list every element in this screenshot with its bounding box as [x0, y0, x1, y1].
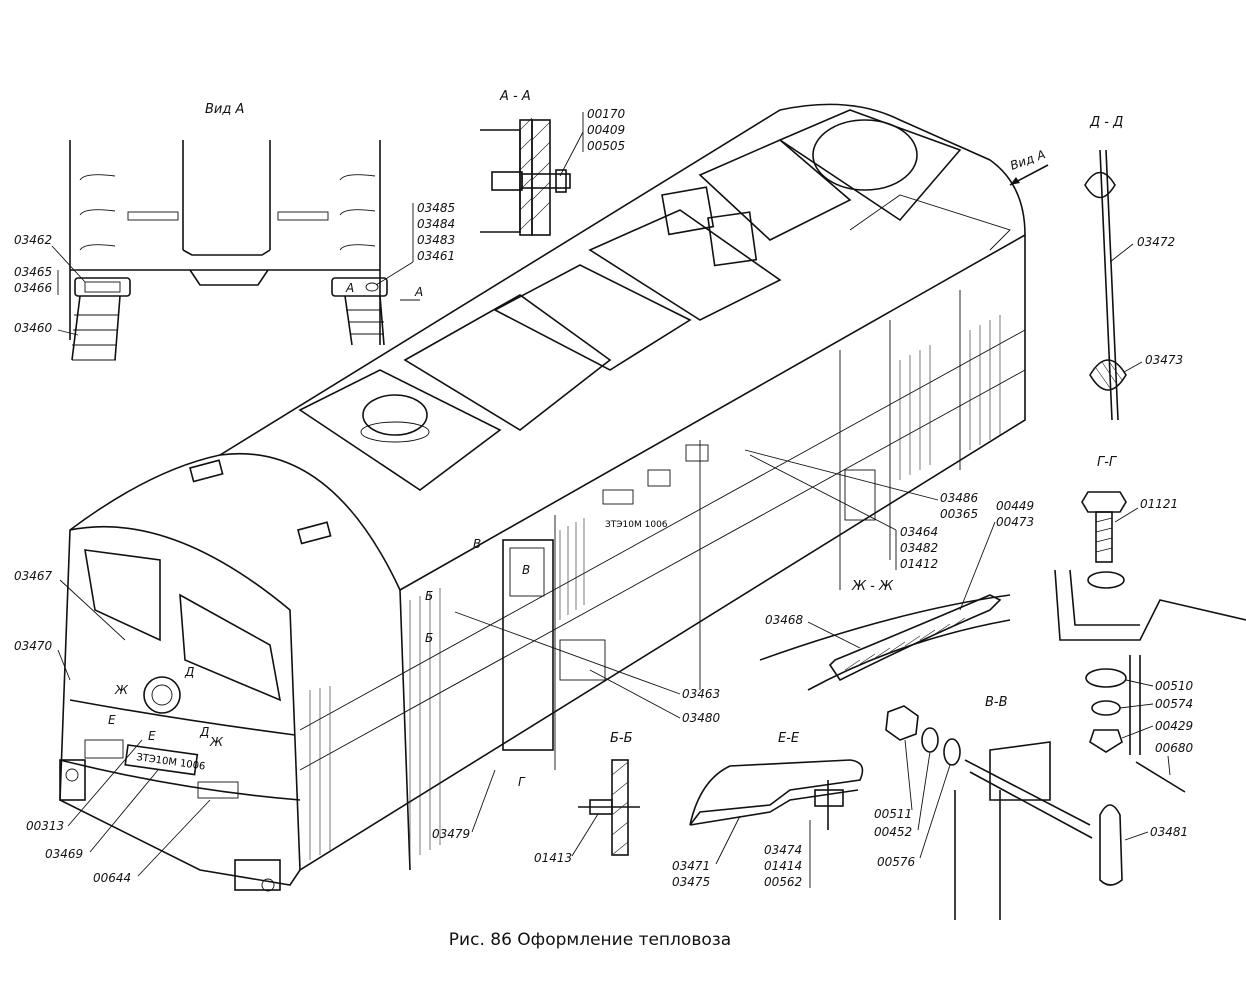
section-d-d-group: Д - Д 03472 03473: [1084, 115, 1183, 421]
label-03468: 03468: [765, 613, 804, 627]
label-00576: 00576: [877, 855, 916, 869]
marker-v-1: В: [473, 537, 481, 551]
view-a-cut-marker: А: [414, 285, 423, 299]
label-00409: 00409: [587, 123, 625, 137]
label-03465: 03465: [14, 265, 52, 279]
section-v-v-group: В-В 00511 00452 00576 03481: [874, 695, 1188, 920]
marker-d-1: Д: [184, 665, 194, 679]
label-00680: 00680: [1155, 741, 1194, 755]
label-00511: 00511: [874, 807, 912, 821]
label-03472: 03472: [1137, 235, 1175, 249]
section-b-b-group: Б-Б 01413: [534, 731, 640, 865]
label-00365: 00365: [940, 507, 978, 521]
label-00449: 00449: [996, 499, 1034, 513]
marker-g-1: Г: [518, 775, 526, 789]
view-a-marker-right: А: [345, 281, 354, 295]
marker-b-2: Б: [425, 631, 433, 645]
view-a-group: Вид А А А 03485 03484 03483 03461 03462: [14, 102, 455, 361]
marker-zh-2: Ж: [209, 735, 224, 749]
label-03461: 03461: [417, 249, 455, 263]
section-zh-zh-title: Ж - Ж: [851, 579, 894, 594]
label-00473: 00473: [996, 515, 1034, 529]
label-01413: 01413: [534, 851, 572, 865]
label-03475: 03475: [672, 875, 710, 889]
label-03473: 03473: [1145, 353, 1183, 367]
label-03480: 03480: [682, 711, 721, 725]
label-03467: 03467: [14, 569, 53, 583]
label-00313: 00313: [26, 819, 64, 833]
view-a-title: Вид А: [205, 102, 244, 117]
label-00452: 00452: [874, 825, 912, 839]
section-e-e-title: Е-Е: [778, 731, 800, 746]
label-01121: 01121: [1140, 497, 1178, 511]
section-e-e-group: Е-Е 03471 03475 03474 01414 00562: [672, 731, 864, 889]
label-03486: 03486: [940, 491, 979, 505]
side-plate-text: ЗТЭ10М 1006: [605, 520, 668, 530]
marker-e-1: Е: [108, 713, 116, 727]
section-g-g-group: Г-Г 01121 00510 00574 00429 00680: [1054, 455, 1246, 793]
marker-v-2: В: [522, 563, 530, 577]
label-00574: 00574: [1155, 697, 1193, 711]
label-03464: 03464: [900, 525, 938, 539]
section-d-d-title: Д - Д: [1089, 115, 1123, 130]
marker-e-2: Е: [148, 729, 156, 743]
section-a-a-title: А - А: [499, 89, 531, 104]
label-00644: 00644: [93, 871, 131, 885]
label-03466: 03466: [14, 281, 53, 295]
section-a-a-group: А - А 00170 00409 00505: [480, 89, 626, 236]
label-03463: 03463: [682, 687, 720, 701]
figure-caption-text: Рис. 86 Оформление тепловоза: [448, 930, 732, 950]
label-01412: 01412: [900, 557, 938, 571]
locomotive-labels: 03486 00365 00449 00473 03464 03482 0141…: [14, 449, 1034, 885]
marker-b-1: Б: [425, 589, 433, 603]
label-01414: 01414: [764, 859, 802, 873]
label-03482: 03482: [900, 541, 938, 555]
label-03481: 03481: [1150, 825, 1188, 839]
label-00562: 00562: [764, 875, 802, 889]
label-03470: 03470: [14, 639, 53, 653]
label-00429: 00429: [1155, 719, 1193, 733]
section-v-v-title: В-В: [985, 695, 1008, 710]
section-b-b-title: Б-Б: [610, 731, 633, 746]
label-03484: 03484: [417, 217, 455, 231]
label-03462: 03462: [14, 233, 52, 247]
label-03460: 03460: [14, 321, 53, 335]
label-00170: 00170: [587, 107, 626, 121]
locomotive-body: ЗТЭ10М 1006 ЗТЭ10М 1006: [59, 103, 1026, 892]
label-03479: 03479: [432, 827, 470, 841]
figure-caption: Рис. 86 Оформление тепловоза: [0, 930, 1246, 950]
label-00505: 00505: [587, 139, 625, 153]
label-03469: 03469: [45, 847, 83, 861]
marker-d-2: Д: [199, 725, 209, 739]
label-03474: 03474: [764, 843, 802, 857]
section-g-g-title: Г-Г: [1097, 455, 1118, 470]
section-zh-zh-group: Ж - Ж 03468: [759, 579, 1011, 691]
marker-zh-1: Ж: [114, 683, 129, 697]
label-00510: 00510: [1155, 679, 1194, 693]
label-03471: 03471: [672, 859, 710, 873]
label-03483: 03483: [417, 233, 455, 247]
label-03485: 03485: [417, 201, 455, 215]
